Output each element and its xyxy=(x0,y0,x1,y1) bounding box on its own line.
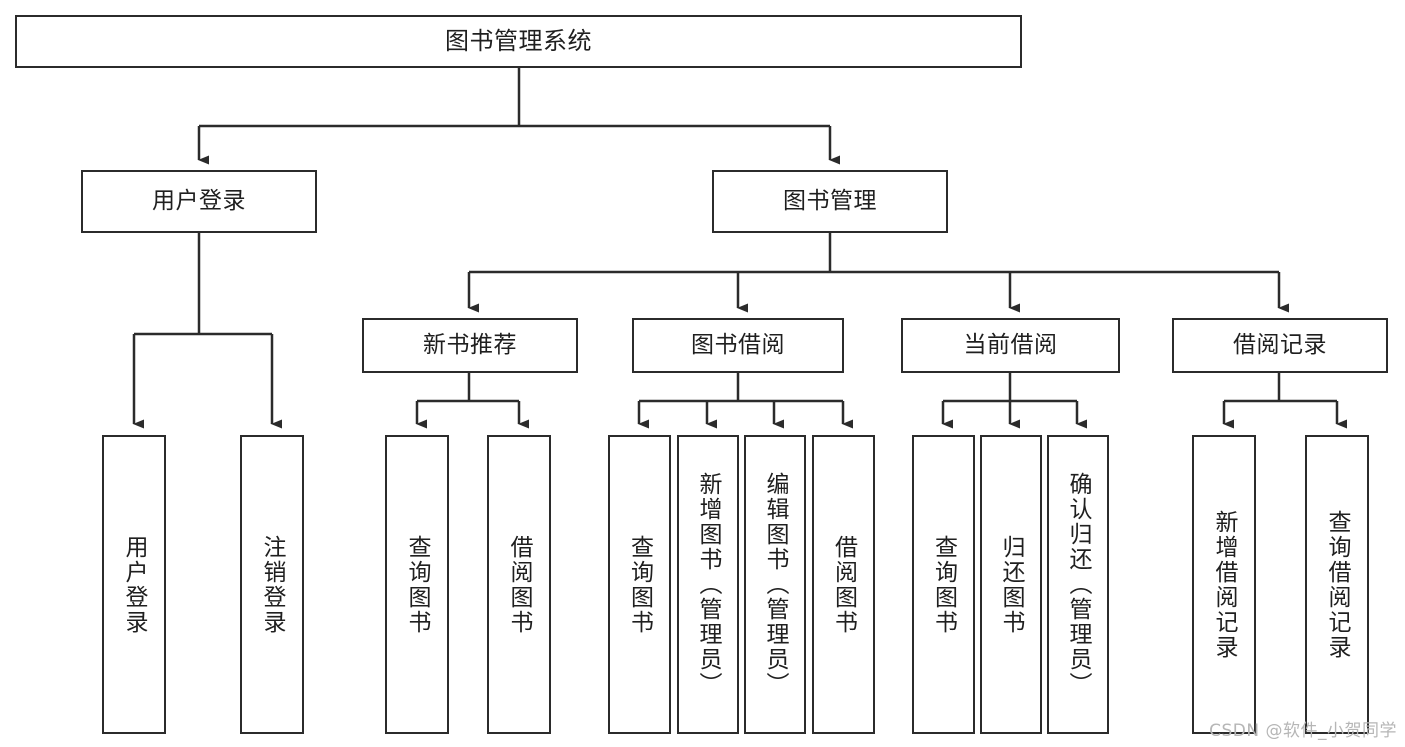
node-leaf-edit-book-label: 编辑图书（管理员） xyxy=(762,472,789,697)
node-leaf-user-login-label: 用户登录 xyxy=(121,534,148,635)
node-leaf-query-book-2[interactable]: 查询图书 xyxy=(608,435,671,734)
node-leaf-query-book-1-label: 查询图书 xyxy=(404,534,431,635)
node-leaf-confirm-return-label: 确认归还（管理员） xyxy=(1065,472,1092,697)
node-leaf-borrow-book-2-label: 借阅图书 xyxy=(830,534,857,635)
node-borrow-record-label: 借阅记录 xyxy=(1233,331,1327,358)
node-leaf-logout-login-label: 注销登录 xyxy=(259,534,286,635)
node-book-manage[interactable]: 图书管理 xyxy=(712,170,948,233)
node-leaf-add-book-label: 新增图书（管理员） xyxy=(695,472,722,697)
node-leaf-return-book[interactable]: 归还图书 xyxy=(980,435,1042,734)
node-leaf-query-record-label: 查询借阅记录 xyxy=(1324,509,1351,660)
node-root[interactable]: 图书管理系统 xyxy=(15,15,1022,68)
node-leaf-query-book-3[interactable]: 查询图书 xyxy=(912,435,975,734)
node-leaf-add-record[interactable]: 新增借阅记录 xyxy=(1192,435,1256,734)
node-current-borrow-label: 当前借阅 xyxy=(963,331,1058,358)
node-current-borrow[interactable]: 当前借阅 xyxy=(901,318,1120,373)
node-leaf-query-book-2-label: 查询图书 xyxy=(626,534,653,635)
csdn-watermark: CSDN @软件_小贺同学 xyxy=(1209,721,1397,741)
node-new-book-rec[interactable]: 新书推荐 xyxy=(362,318,578,373)
node-leaf-query-book-3-label: 查询图书 xyxy=(930,534,957,635)
node-leaf-add-record-label: 新增借阅记录 xyxy=(1211,509,1238,660)
node-leaf-confirm-return[interactable]: 确认归还（管理员） xyxy=(1047,435,1109,734)
node-leaf-query-record[interactable]: 查询借阅记录 xyxy=(1305,435,1369,734)
node-user-login-label: 用户登录 xyxy=(152,187,246,214)
node-leaf-return-book-label: 归还图书 xyxy=(998,534,1025,635)
node-new-book-rec-label: 新书推荐 xyxy=(423,331,517,358)
node-borrow-record[interactable]: 借阅记录 xyxy=(1172,318,1388,373)
node-book-borrow-label: 图书借阅 xyxy=(691,331,785,358)
node-leaf-borrow-book-1-label: 借阅图书 xyxy=(506,534,533,635)
node-book-borrow[interactable]: 图书借阅 xyxy=(632,318,844,373)
node-leaf-borrow-book-2[interactable]: 借阅图书 xyxy=(812,435,875,734)
node-leaf-logout-login[interactable]: 注销登录 xyxy=(240,435,304,734)
node-leaf-edit-book[interactable]: 编辑图书（管理员） xyxy=(744,435,806,734)
node-leaf-borrow-book-1[interactable]: 借阅图书 xyxy=(487,435,551,734)
node-user-login[interactable]: 用户登录 xyxy=(81,170,317,233)
node-root-label: 图书管理系统 xyxy=(445,27,592,56)
node-leaf-query-book-1[interactable]: 查询图书 xyxy=(385,435,449,734)
node-book-manage-label: 图书管理 xyxy=(783,187,877,214)
node-leaf-user-login[interactable]: 用户登录 xyxy=(102,435,166,734)
node-leaf-add-book[interactable]: 新增图书（管理员） xyxy=(677,435,739,734)
